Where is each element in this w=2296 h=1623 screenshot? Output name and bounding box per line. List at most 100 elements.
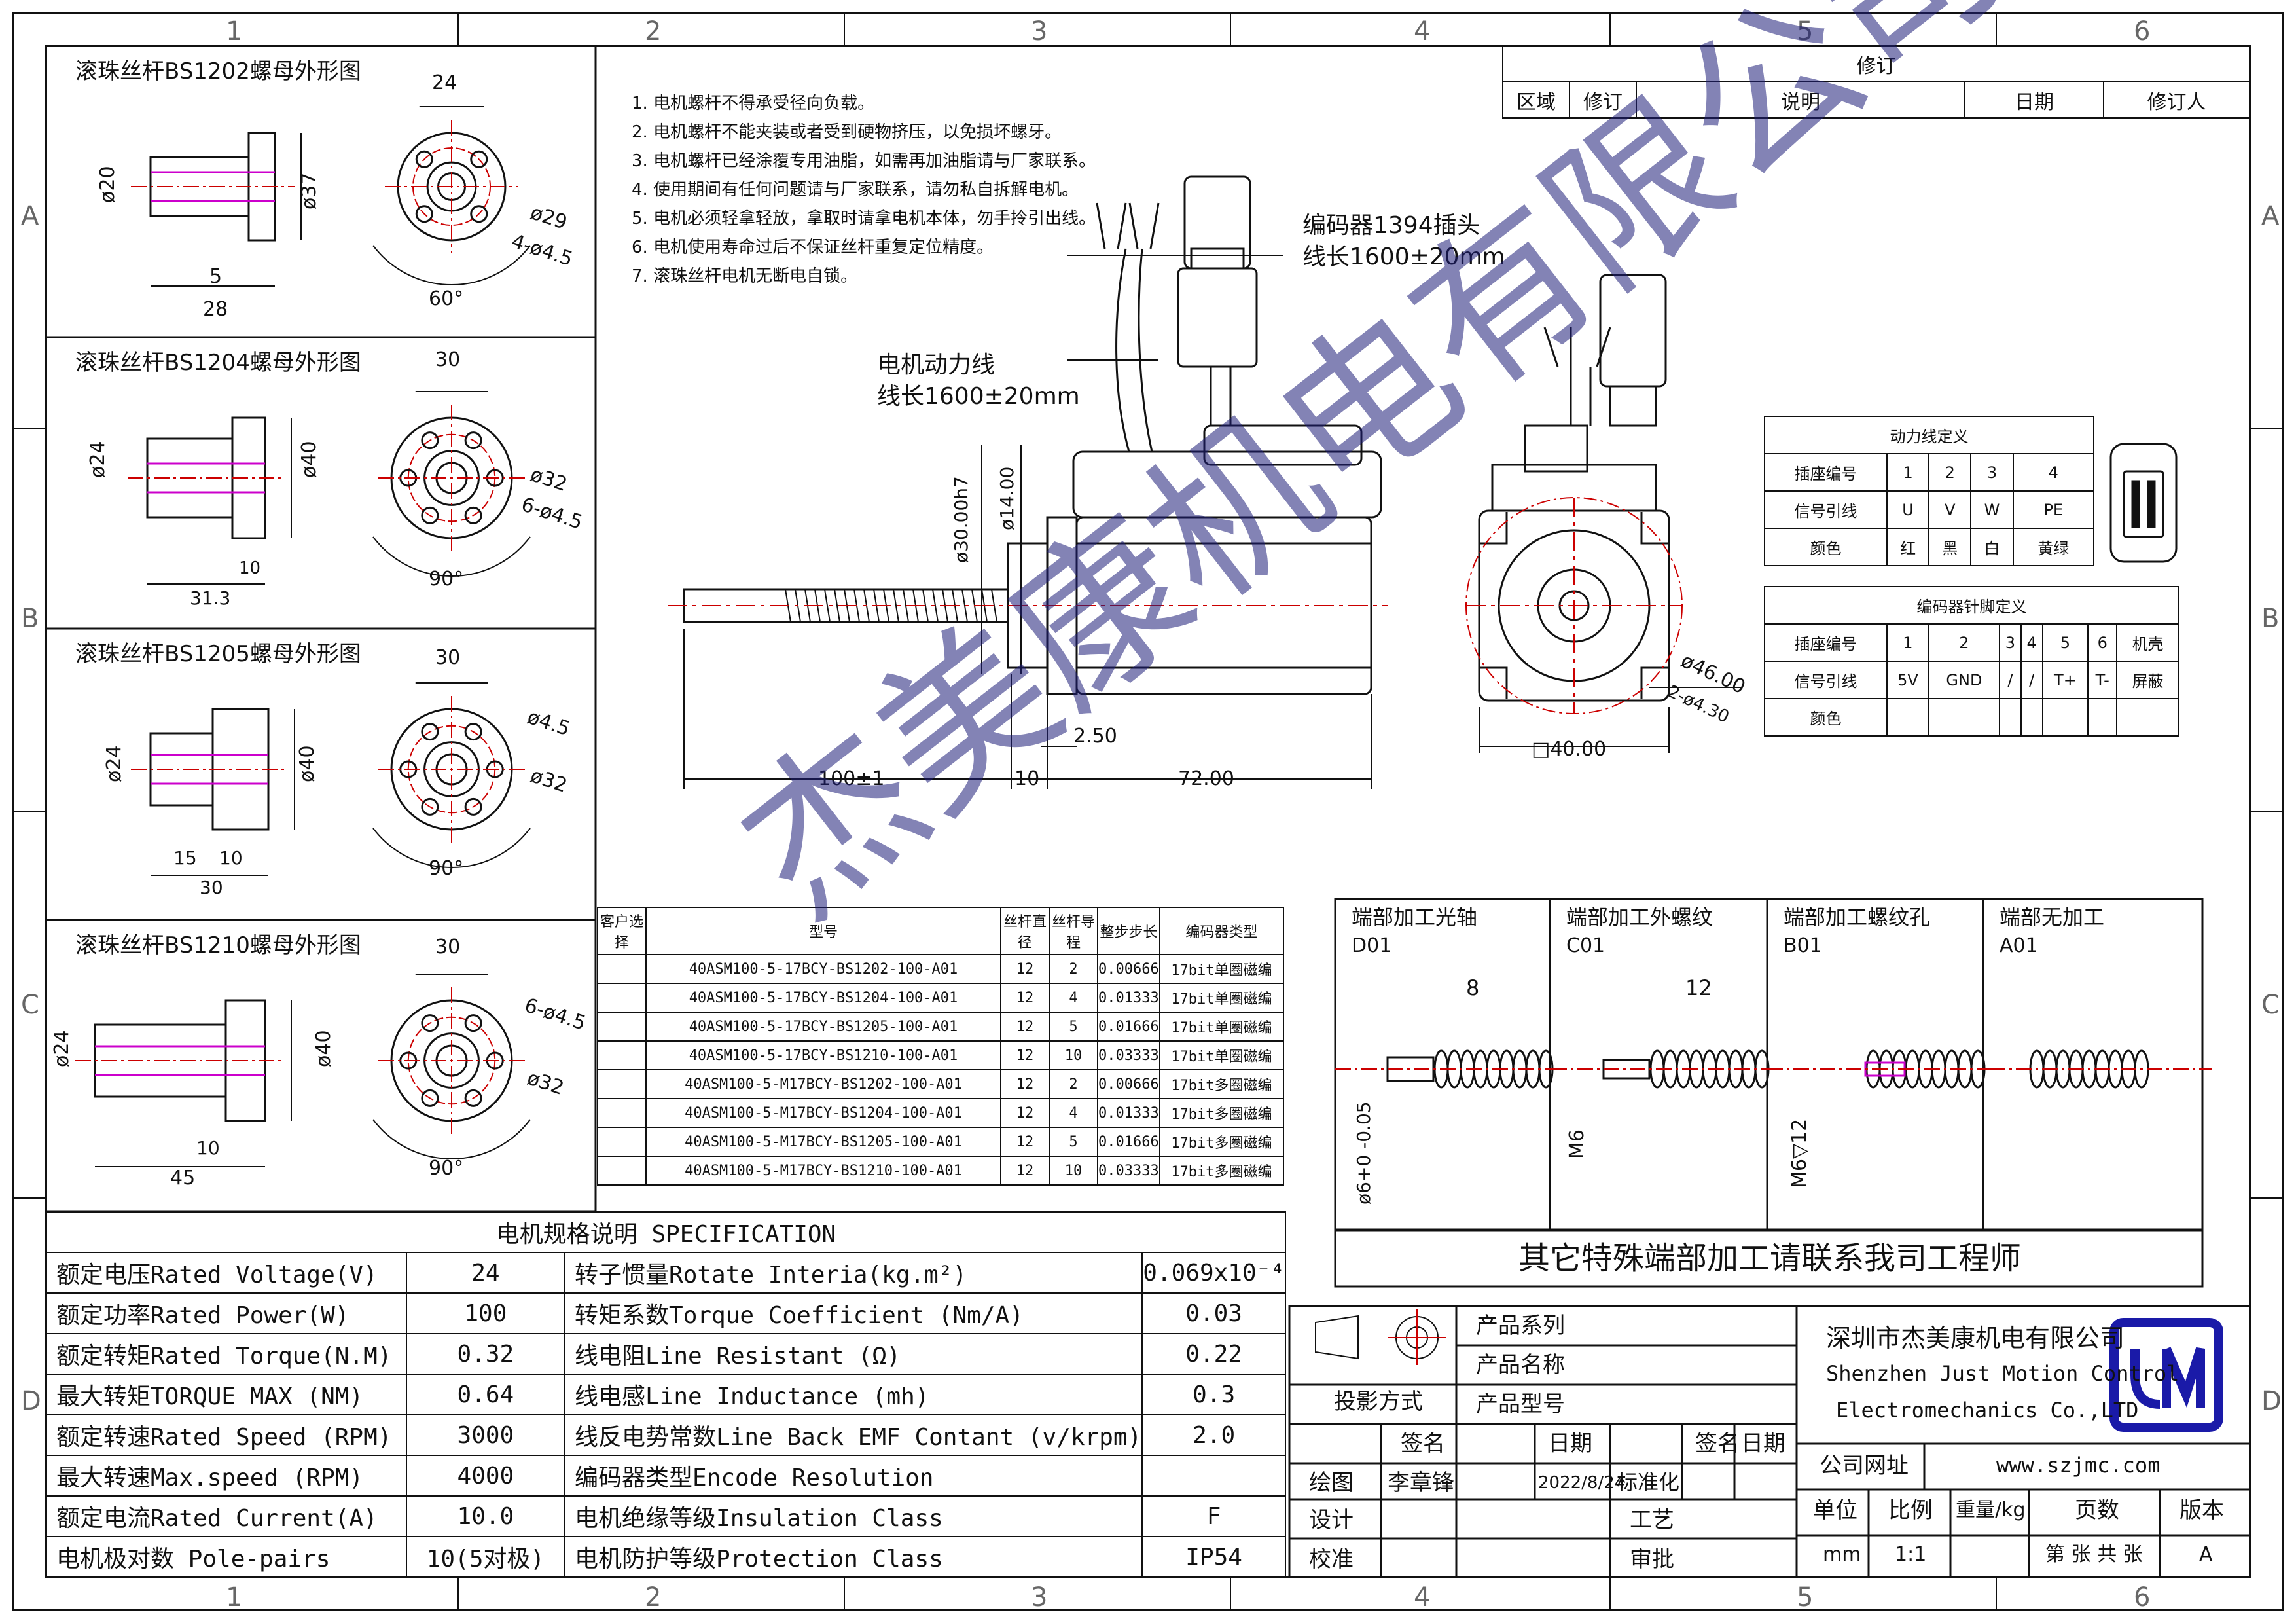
- spec-cell: 0.3: [1141, 1374, 1286, 1415]
- connector-housing: [1072, 450, 1382, 519]
- model-cell: 4: [1049, 983, 1098, 1013]
- nut-bolt-hole: [421, 1014, 439, 1032]
- standard-label: 标准化: [1617, 1470, 1680, 1495]
- projection-symbol-icon: [1315, 1309, 1446, 1365]
- col-label-1-bottom: 1: [226, 1582, 243, 1613]
- revision-col-reviser: 修订人: [2103, 81, 2250, 119]
- encoder-cell: T+: [2041, 661, 2089, 699]
- nut4-dim-bore: ø24: [50, 1030, 73, 1067]
- encoder-cell: 2: [1928, 623, 2001, 662]
- notes-list: 1. 电机螺杆不得承受径向负载。 2. 电机螺杆不能夹装或者受到硬物挤压，以免损…: [632, 95, 1096, 297]
- revision-col-rev: 修订: [1569, 81, 1637, 119]
- encoder-cell: T-: [2087, 661, 2118, 699]
- design-label: 设计: [1309, 1507, 1354, 1533]
- row-label-b-right: B: [2261, 604, 2280, 634]
- dim-stroke: 100±1: [818, 767, 885, 790]
- nut2-dim-10: 10: [239, 558, 261, 578]
- nut-bolt-hole: [421, 797, 439, 816]
- revision-col-desc: 说明: [1636, 81, 1965, 119]
- model-cell: 0.01333: [1097, 983, 1160, 1013]
- nut-bolt-hole: [421, 506, 439, 524]
- date-header: 日期: [1548, 1431, 1592, 1457]
- encoder-cell: 机壳: [2116, 623, 2179, 662]
- company-name-en-1: Shenzhen Just Motion Control: [1826, 1361, 2179, 1386]
- dim-flange-thk: 2.50: [1073, 725, 1117, 748]
- spec-cell: [1141, 1455, 1286, 1497]
- nut3-dim-angle: 90°: [429, 857, 464, 880]
- nut3-dim-30: 30: [200, 877, 223, 898]
- scale-value: 1:1: [1895, 1543, 1927, 1566]
- nut-drawing-3: [131, 682, 531, 876]
- model-table: 客户选择 型号 丝杆直径 丝杆导程 整步步长 编码器类型 40ASM100-5-…: [597, 907, 1285, 1186]
- nut-bolt-hole: [470, 205, 488, 223]
- spec-cell: 10.0: [405, 1495, 566, 1537]
- model-cell: 0.03333: [1097, 1040, 1160, 1070]
- model-cell: [597, 1098, 647, 1128]
- nut3-dim-15: 15: [173, 847, 197, 869]
- approve-label: 审批: [1630, 1546, 1674, 1573]
- end-d01-code: D01: [1352, 934, 1392, 957]
- model-cell: [597, 1040, 647, 1070]
- revision-table: 修订 区域 修订 说明 日期 修订人: [1502, 46, 2250, 119]
- spec-cell: F: [1141, 1495, 1286, 1537]
- projection-label: 投影方式: [1334, 1389, 1423, 1415]
- motor-dimensions: [683, 255, 1372, 789]
- nut1-dim-angle: 60°: [429, 287, 464, 310]
- model-cell: 10: [1049, 1156, 1098, 1186]
- model-cell: 17bit单圈磁编: [1158, 1040, 1285, 1070]
- nut4-dim-angle: 90°: [429, 1157, 464, 1180]
- power-cell: 插座编号: [1764, 453, 1888, 492]
- pages-label: 页数: [2075, 1497, 2119, 1523]
- revision-col-date: 日期: [1964, 81, 2104, 119]
- power-cable-length: 线长1600±20mm: [877, 383, 1080, 410]
- spec-cell: 额定转速Rated Speed (RPM): [46, 1414, 407, 1456]
- spec-cell: 线反电势常数Line Back EMF Contant (v/krpm): [564, 1414, 1143, 1456]
- model-cell: 40ASM100-5-M17BCY-BS1202-100-A01: [645, 1069, 1001, 1099]
- nut3-dim-bore: ø24: [103, 745, 126, 782]
- model-cell: 12: [1000, 1127, 1050, 1157]
- version-label: 版本: [2179, 1497, 2224, 1523]
- power-cell: W: [1970, 490, 2014, 529]
- model-cell: 0.01333: [1097, 1098, 1160, 1128]
- spec-cell: 0.069x10⁻⁴: [1141, 1252, 1286, 1294]
- model-cell: 40ASM100-5-M17BCY-BS1204-100-A01: [645, 1098, 1001, 1128]
- power-line-table: 动力线定义 插座编号 1 2 3 4 信号引线 U V W PE 颜色 红 黑 …: [1764, 416, 2095, 566]
- revision-title: 修订: [1502, 46, 2250, 82]
- nut1-dim-flange: ø37: [298, 172, 321, 210]
- model-cell: 40ASM100-5-17BCY-BS1202-100-A01: [645, 954, 1001, 984]
- encoder-cell: 3: [1999, 623, 2022, 662]
- model-cell: 12: [1000, 1098, 1050, 1128]
- front-centerlines: [1465, 497, 1683, 714]
- pages-value: 第 张 共 张: [2045, 1543, 2143, 1566]
- spec-cell: 100: [405, 1292, 566, 1334]
- spec-cell: 4000: [405, 1455, 566, 1497]
- nut-title-bs1202: 滚珠丝杆BS1202螺母外形图: [75, 58, 361, 84]
- model-cell: 17bit多圈磁编: [1158, 1156, 1285, 1186]
- spec-cell: 转子惯量Rotate Interia(kg.m²): [564, 1252, 1143, 1294]
- spec-table: 电机规格说明 SPECIFICATION 额定电压Rated Voltage(V…: [46, 1211, 1286, 1578]
- note-1: 1. 电机螺杆不得承受径向负载。: [632, 94, 875, 113]
- model-cell: 0.00666: [1097, 1069, 1160, 1099]
- end-drawing-4: [1990, 1049, 2212, 1089]
- website-url[interactable]: www.szjmc.com: [1996, 1453, 2161, 1478]
- model-col-dia: 丝杆直径: [1000, 907, 1050, 955]
- model-cell: [597, 954, 647, 984]
- model-cell: 2: [1049, 954, 1098, 984]
- end-drawing-2: [1551, 1049, 1774, 1089]
- end-b01-code: B01: [1784, 934, 1822, 957]
- nut1-dim-28: 28: [203, 298, 228, 321]
- nut1-dim-5: 5: [209, 265, 223, 288]
- note-4: 4. 使用期间有任何问题请与厂家联系，请勿私自拆解电机。: [632, 180, 1079, 200]
- end-b01-title: 端部加工螺纹孔: [1784, 905, 1931, 930]
- col-label-6-bottom: 6: [2134, 1582, 2151, 1613]
- nut-bolt-hole: [464, 506, 482, 524]
- spec-cell: 3000: [405, 1414, 566, 1456]
- end-c01-title: 端部加工外螺纹: [1566, 905, 1713, 930]
- dim-pilot-dia: ø30.00h7: [950, 476, 972, 563]
